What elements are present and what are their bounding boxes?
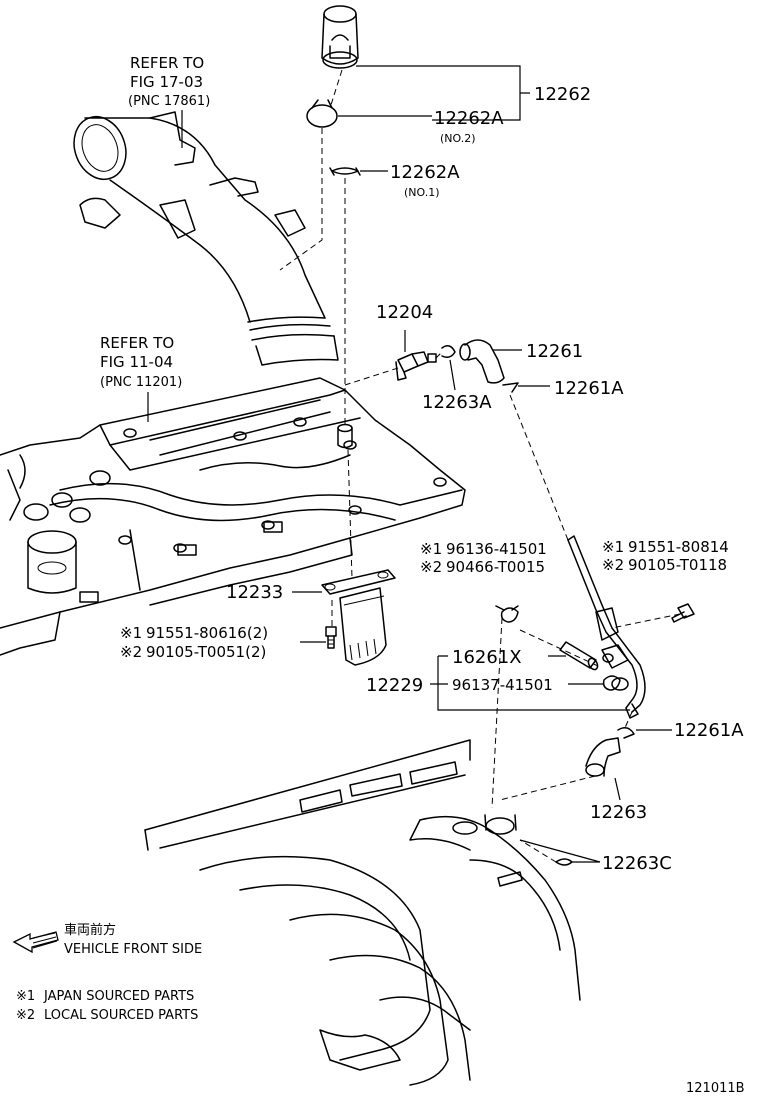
ref1-line2: FIG 17-03 bbox=[130, 73, 203, 91]
ref1-line1: REFER TO bbox=[130, 54, 204, 72]
clip-12262a-no1 bbox=[329, 167, 361, 176]
ref2-line3: (PNC 11201) bbox=[100, 375, 182, 390]
direction-jp: 車両前方 bbox=[64, 922, 116, 938]
callout-12263: 12263 bbox=[590, 802, 647, 823]
intake-manifold bbox=[144, 739, 581, 1086]
vehicle-front-arrow-icon bbox=[12, 931, 59, 954]
bolt-left-part1: 91551-80616(2) bbox=[146, 624, 268, 642]
callout-12262a-no1-note: (NO.1) bbox=[404, 186, 440, 199]
hose-12262 bbox=[321, 5, 359, 69]
callout-12263c: 12263C bbox=[602, 853, 672, 874]
bolt-right-mark2: ※2 bbox=[602, 556, 624, 574]
clip-12263c bbox=[555, 858, 573, 866]
bolt-right-mark1: ※1 bbox=[602, 538, 624, 556]
air-intake-duct bbox=[73, 111, 339, 366]
bolt-left-part2: 90105-T0051(2) bbox=[146, 643, 266, 661]
bolt-right bbox=[671, 603, 695, 623]
bolt-left bbox=[325, 626, 337, 649]
note2-text: LOCAL SOURCED PARTS bbox=[44, 1008, 198, 1023]
note1-mark: ※1 bbox=[16, 989, 35, 1004]
callout-12229: 12229 bbox=[366, 675, 423, 696]
clamp-upper-part2: 90466-T0015 bbox=[446, 558, 545, 576]
callout-12262a-no2-note: (NO.2) bbox=[440, 132, 476, 145]
note1-text: JAPAN SOURCED PARTS bbox=[43, 989, 194, 1004]
hose-12263 bbox=[585, 737, 621, 777]
clip-12263a bbox=[441, 345, 456, 359]
callout-16261x: 16261X bbox=[452, 647, 522, 668]
clamp-lower-part: 96137-41501 bbox=[452, 676, 553, 694]
callout-12263a: 12263A bbox=[422, 392, 492, 413]
callout-12233: 12233 bbox=[226, 582, 283, 603]
bolt-right-part1: 91551-80814 bbox=[628, 538, 729, 556]
plate-12233 bbox=[321, 569, 396, 666]
ref2-line2: FIG 11-04 bbox=[100, 353, 173, 371]
breather-pipe-12229 bbox=[567, 535, 646, 719]
pcv-valve-12204 bbox=[395, 351, 437, 381]
note2-mark: ※2 bbox=[16, 1008, 35, 1023]
bolt-right-part2: 90105-T0118 bbox=[628, 556, 727, 574]
grommet-12262a-no2 bbox=[306, 104, 338, 128]
callout-12262: 12262 bbox=[534, 84, 591, 105]
bolt-left-mark2: ※2 bbox=[120, 643, 142, 661]
ref1-line3: (PNC 17861) bbox=[128, 94, 210, 109]
clamp-96137 bbox=[602, 675, 621, 691]
callout-12261a-top: 12261A bbox=[554, 378, 624, 399]
clip-12261a-bottom bbox=[617, 727, 635, 739]
callout-12262a-no2: 12262A bbox=[434, 108, 504, 129]
hose-16261x bbox=[559, 641, 599, 671]
ref2-line1: REFER TO bbox=[100, 334, 174, 352]
callout-12204: 12204 bbox=[376, 302, 433, 323]
cylinder-head-cover bbox=[0, 377, 466, 656]
callout-12261: 12261 bbox=[526, 341, 583, 362]
clamp-upper-mark1: ※1 bbox=[420, 540, 442, 558]
clamp-96136 bbox=[495, 605, 519, 623]
hose-12261 bbox=[459, 339, 505, 384]
clip-12261a-top bbox=[502, 382, 519, 393]
callout-12262a-no1: 12262A bbox=[390, 162, 460, 183]
clamp-upper-mark2: ※2 bbox=[420, 558, 442, 576]
callout-12261a-bottom: 12261A bbox=[674, 720, 744, 741]
direction-en: VEHICLE FRONT SIDE bbox=[64, 942, 202, 957]
clamp-upper-part1: 96136-41501 bbox=[446, 540, 547, 558]
bolt-left-mark1: ※1 bbox=[120, 624, 142, 642]
figure-id: 121011B bbox=[686, 1081, 745, 1096]
